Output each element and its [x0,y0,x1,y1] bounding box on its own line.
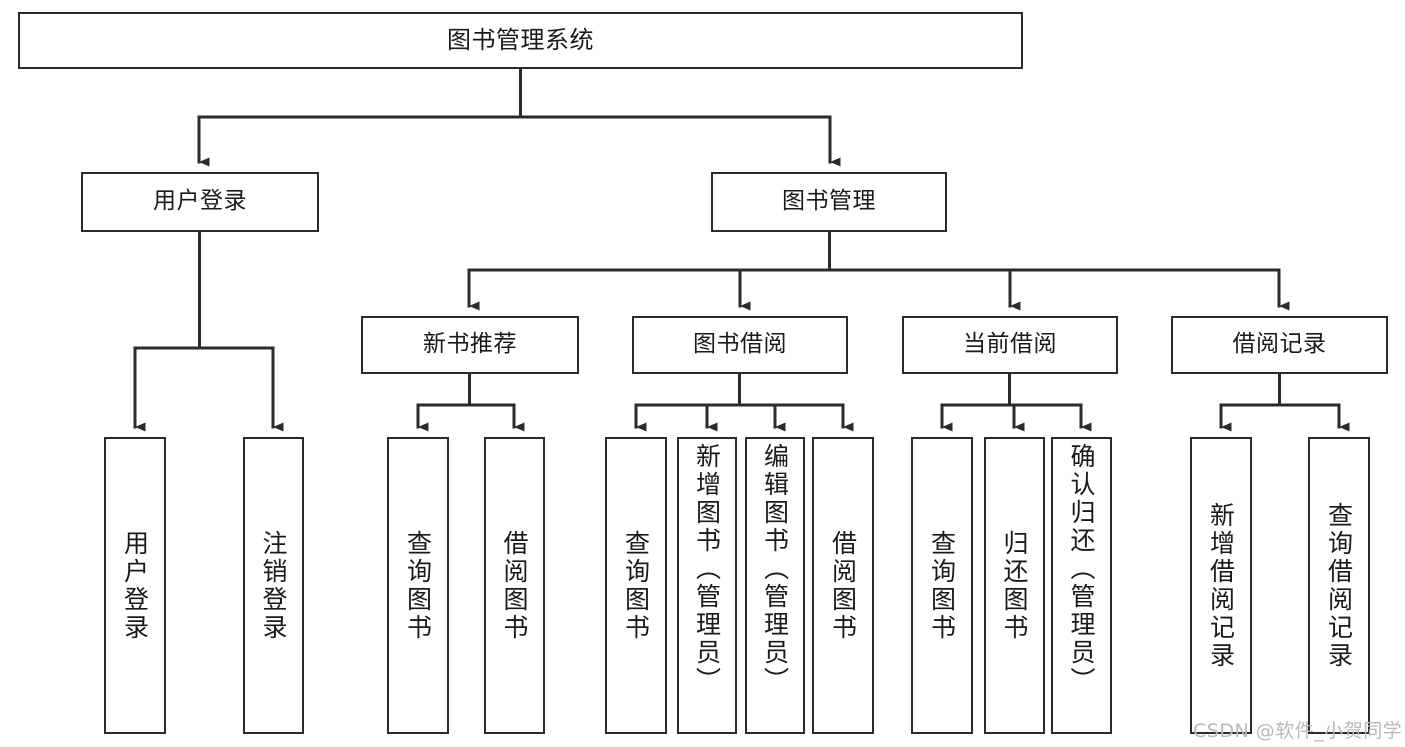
node-root-label: 图书管理系统 [447,26,594,55]
node-borrow-record-label: 借阅记录 [1232,331,1327,358]
leaf-query-book-current-label: 查询图书 [927,529,957,642]
leaf-query-book-borrow-label: 查询图书 [621,529,651,642]
leaf-edit-book-admin[interactable]: 编辑图书（管理员） [745,437,805,734]
node-book-borrow-label: 图书借阅 [693,331,787,358]
edges-new-book-rec-to-leaves [416,372,525,432]
node-book-borrow[interactable]: 图书借阅 [632,316,848,374]
leaf-user-logout-label: 注销登录 [259,529,288,642]
leaf-user-login-label: 用户登录 [120,529,150,642]
node-current-borrow-label: 当前借阅 [963,331,1057,358]
edges-user-login-to-leaves [133,230,284,432]
node-borrow-record[interactable]: 借阅记录 [1171,316,1388,374]
leaf-borrow-book-recommend[interactable]: 借阅图书 [484,437,545,734]
leaf-query-book-borrow[interactable]: 查询图书 [605,437,667,734]
leaf-add-borrow-record-label: 新增借阅记录 [1206,501,1236,670]
edges-book-borrow-to-leaves [634,372,854,432]
leaf-user-logout[interactable]: 注销登录 [243,437,304,734]
leaf-add-book-admin[interactable]: 新增图书（管理员） [677,437,737,734]
leaf-query-book-current[interactable]: 查询图书 [911,437,973,734]
leaf-confirm-return-admin[interactable]: 确认归还（管理员） [1051,437,1112,734]
leaf-borrow-book-borrow-label: 借阅图书 [828,529,858,642]
leaf-return-book[interactable]: 归还图书 [984,437,1045,734]
leaf-borrow-book-recommend-label: 借阅图书 [500,529,529,642]
node-user-login[interactable]: 用户登录 [81,172,319,232]
csdn-watermark: CSDN @软件_小贺同学 [1193,720,1403,742]
node-user-login-label: 用户登录 [153,188,247,215]
leaf-user-login[interactable]: 用户登录 [104,437,166,734]
node-book-manage-label: 图书管理 [782,188,876,215]
edges-current-borrow-to-leaves [940,372,1092,432]
edges-root-to-level2 [197,67,841,167]
node-new-book-recommend[interactable]: 新书推荐 [361,316,579,374]
leaf-query-borrow-record[interactable]: 查询借阅记录 [1308,437,1370,734]
leaf-add-borrow-record[interactable]: 新增借阅记录 [1190,437,1252,734]
leaf-borrow-book-borrow[interactable]: 借阅图书 [812,437,874,734]
edges-borrow-record-to-leaves [1219,372,1350,432]
node-current-borrow[interactable]: 当前借阅 [902,316,1118,374]
leaf-add-book-admin-label: 新增图书（管理员） [692,443,722,695]
leaf-query-book-recommend[interactable]: 查询图书 [387,437,449,734]
node-root[interactable]: 图书管理系统 [18,12,1023,69]
leaf-confirm-return-admin-label: 确认归还（管理员） [1067,443,1096,695]
leaf-return-book-label: 归还图书 [1000,529,1029,642]
leaf-query-book-recommend-label: 查询图书 [403,529,433,642]
leaf-query-borrow-record-label: 查询借阅记录 [1324,501,1354,670]
edges-book-manage-to-level3 [467,230,1290,311]
leaf-edit-book-admin-label: 编辑图书（管理员） [760,443,790,695]
node-book-manage[interactable]: 图书管理 [711,172,947,232]
node-new-book-recommend-label: 新书推荐 [423,331,517,358]
